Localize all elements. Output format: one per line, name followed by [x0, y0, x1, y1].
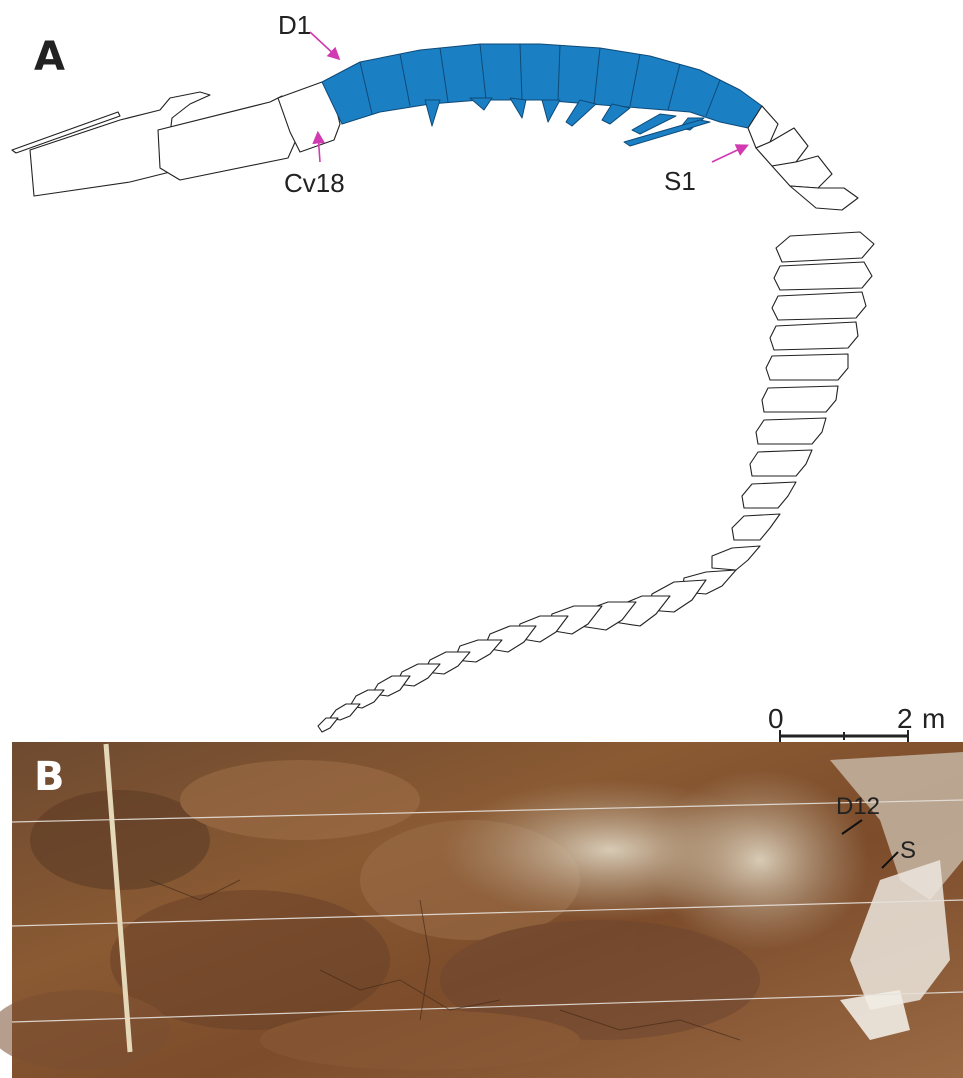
panel-a-letter: A [34, 34, 65, 80]
caudal-vertebra [750, 450, 812, 476]
label-d1: D1 [278, 10, 311, 40]
label-s: S [900, 837, 916, 864]
caudal-vertebra [318, 718, 338, 732]
dorsal-vertebrae-block [322, 44, 762, 128]
caudal-vertebra [756, 418, 826, 444]
scale-unit-label: m [922, 703, 945, 734]
arrow-d1: D1 [278, 10, 338, 58]
caudal-vertebra [776, 232, 874, 262]
dorsal-rib [602, 104, 630, 124]
caudal-vertebra [732, 514, 780, 540]
dorsal-rib [542, 100, 560, 122]
sacral-series [748, 106, 858, 210]
caudal-vertebra [742, 482, 796, 508]
arrow-s1: S1 [664, 146, 746, 196]
panel-b-letter: B [34, 754, 65, 800]
label-d12: D12 [836, 793, 880, 820]
panel-b: D12 S B [0, 742, 963, 1078]
caudal-vertebra [762, 386, 838, 412]
sacral-vertebra [790, 186, 858, 210]
caudal-series [318, 232, 874, 732]
panel-a: A [12, 10, 874, 732]
scale-bar: 0 2 m [768, 703, 945, 742]
scale-end-label: 2 [897, 703, 913, 734]
caudal-vertebra [766, 354, 848, 380]
dorsal-rib [566, 100, 596, 126]
caudal-vertebra [774, 262, 872, 290]
scale-start-label: 0 [768, 703, 784, 734]
dorsal-rib [510, 98, 526, 118]
dorsal-rib [470, 98, 492, 110]
caudal-vertebra [770, 322, 858, 350]
label-s1: S1 [664, 166, 696, 196]
caudal-vertebra [772, 292, 866, 320]
dorsal-rib [425, 100, 440, 126]
dorsal-series [322, 44, 762, 146]
caudal-vertebra [712, 546, 760, 570]
label-cv18: Cv18 [284, 168, 345, 198]
